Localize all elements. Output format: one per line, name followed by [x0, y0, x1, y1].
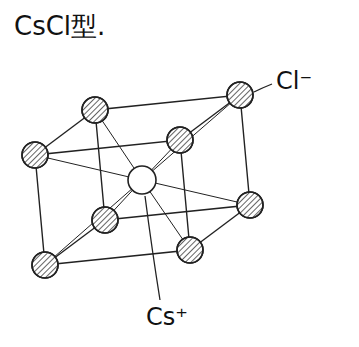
title: CsCl型.	[14, 12, 105, 41]
cube-edges	[35, 95, 250, 265]
leader-lines	[145, 84, 272, 300]
chloride-ions-front	[22, 127, 203, 278]
cesium-ion	[128, 166, 156, 194]
chloride-ions	[82, 82, 263, 233]
ion-label: Cs⁺	[146, 304, 188, 330]
body-diagonals	[35, 95, 250, 265]
ion-label: Cl⁻	[276, 68, 312, 94]
